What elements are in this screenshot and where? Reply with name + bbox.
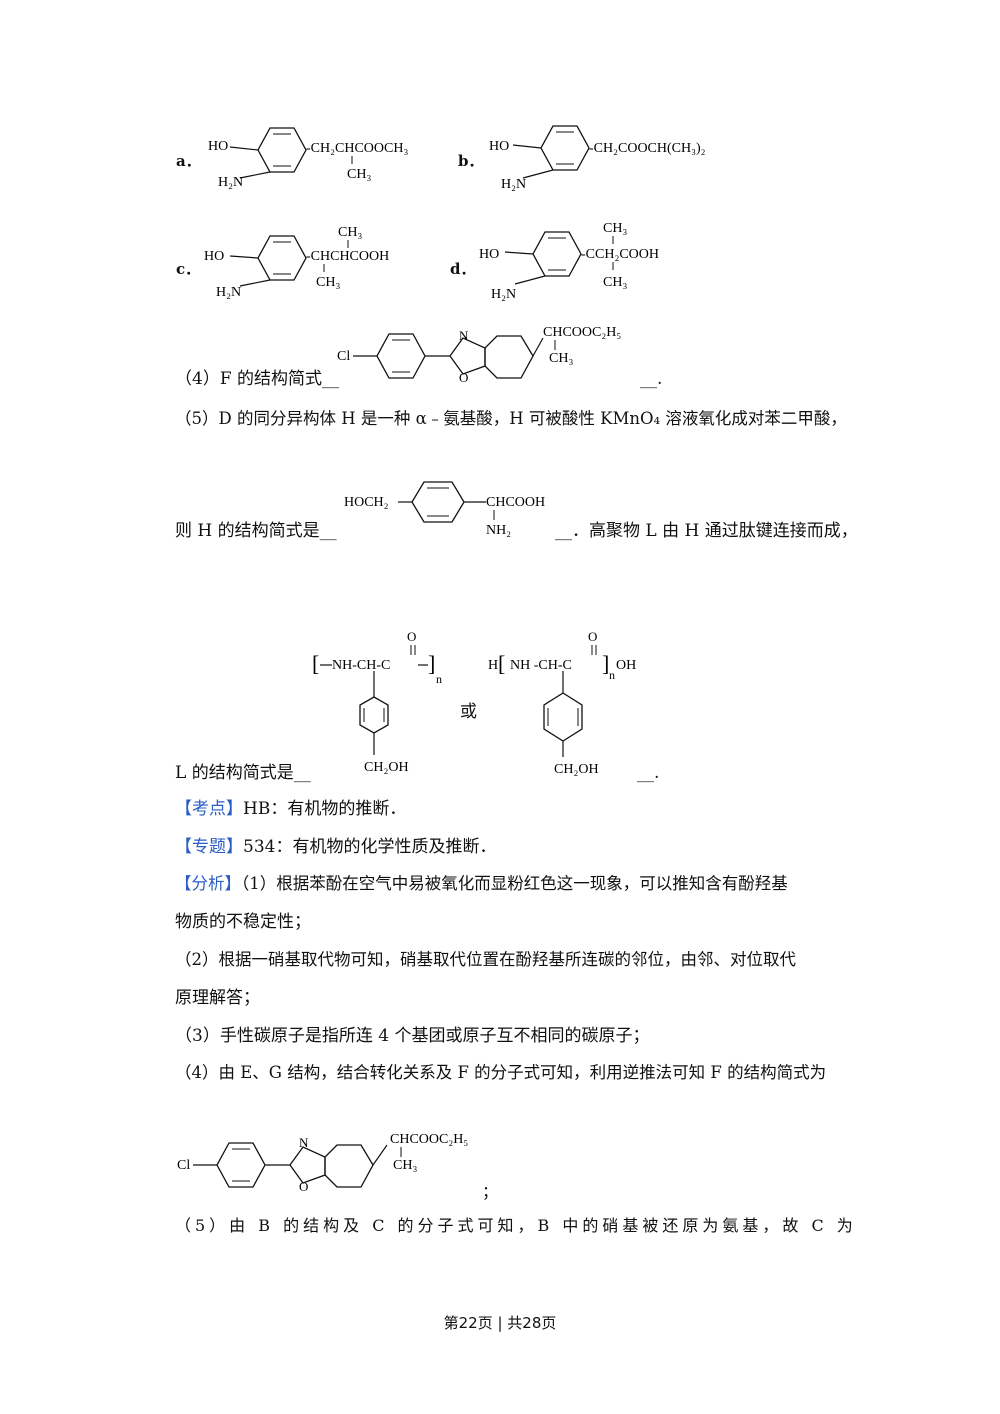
bracket-right: ]: [602, 651, 609, 676]
polymer-l-structure-1: [ NH-CH-C O ] n CH₂OH: [312, 629, 442, 775]
ho-text: HO: [204, 249, 224, 264]
structure-b: HO H₂N -CH₂COOCH(CH₃)₂: [489, 125, 706, 192]
bracket-left: [: [312, 651, 319, 676]
sub-text: CH₃: [549, 351, 573, 366]
sub-text: CH₃: [603, 275, 627, 290]
page-footer: 第22页 | 共28页: [443, 1314, 557, 1332]
chcooh-text: CHCOOH: [486, 495, 545, 510]
fenxi-p2b: 原理解答；: [175, 988, 260, 1008]
zhuanti-tag: 【专题】: [175, 837, 243, 857]
or-text: 或: [460, 702, 477, 722]
n-text: N: [459, 328, 469, 343]
chain-text: -CCH₂COOH: [581, 247, 659, 262]
f-structure-analysis: Cl N O CHCOOC₂H₅ CH₃: [177, 1132, 468, 1194]
chain-text: NH -CH-C: [510, 658, 572, 673]
nh2-text: H₂N: [218, 175, 243, 190]
o-text: O: [299, 1179, 308, 1194]
ch2oh-text: CH₂OH: [554, 762, 599, 777]
fenxi-p1a: （1）根据苯酚在空气中易被氧化而显粉红色这一现象，可以推知含有酚羟基: [241, 874, 788, 893]
top-text: CH₃: [603, 221, 627, 236]
n-subscript: n: [436, 672, 442, 686]
f-structure: Cl N O CHCOOC₂H₅ CH₃: [337, 325, 621, 385]
structure-c: HO H₂N CH₃ -CHCHCOOH CH₃: [204, 225, 389, 300]
fenxi-p1b: 物质的不稳定性；: [175, 912, 311, 932]
l-suffix: __.: [637, 763, 660, 783]
polymer-l-structure-2: H [ NH -CH-C O ] n OH CH₂OH: [488, 629, 636, 777]
q4-suffix: __.: [640, 369, 663, 389]
ho-text: HO: [479, 247, 499, 262]
chain-text: NH-CH-C: [332, 658, 390, 673]
chain-text: -CHCHCOOH: [306, 249, 389, 264]
chain-text: CHCOOC₂H₅: [543, 325, 621, 340]
sub-text: CH₃: [393, 1158, 417, 1173]
zhuanti-line: 【专题】534：有机物的化学性质及推断．: [175, 836, 496, 858]
q5-line1: （5）D 的同分异构体 H 是一种 α﹣氨基酸，H 可被酸性 KMnO₄ 溶液氧…: [175, 409, 847, 428]
l-prefix: L 的结构简式是__: [175, 763, 311, 783]
cl-text: Cl: [177, 1158, 190, 1173]
o-text: O: [407, 629, 416, 644]
fenxi-p4-end: ；: [482, 1182, 499, 1201]
ch2oh-text: CH₂OH: [364, 760, 409, 775]
n-subscript: n: [609, 668, 615, 682]
oh-text: OH: [616, 658, 636, 673]
ho-text: HO: [208, 139, 228, 154]
kaodian-text: HB：有机物的推断．: [243, 799, 407, 819]
hoch2-text: HOCH₂: [344, 495, 389, 510]
o-text: O: [588, 629, 597, 644]
fenxi-tag: 【分析】: [175, 874, 241, 893]
q5-line2-suffix: __．高聚物 L 由 H 通过肽键连接而成，: [555, 521, 858, 541]
option-c-label: c．: [176, 260, 201, 278]
chain-text: CHCOOC₂H₅: [390, 1132, 468, 1147]
cl-text: Cl: [337, 349, 350, 364]
nh2-text: H₂N: [216, 285, 241, 300]
ho-text: HO: [489, 139, 509, 154]
structure-a: HO H₂N -CH₂CHCOOCH₃ CH₃: [208, 127, 408, 190]
h-structure: HOCH₂ CHCOOH NH₂: [344, 481, 545, 538]
nh2-text: H₂N: [491, 287, 516, 302]
bracket-right: ]: [428, 651, 435, 676]
nh2-text: H₂N: [501, 177, 526, 192]
option-b-label: b．: [458, 152, 484, 170]
fenxi-p2a: （2）根据一硝基取代物可知，硝基取代位置在酚羟基所连碳的邻位，由邻、对位取代: [175, 950, 796, 969]
kaodian-tag: 【考点】: [175, 799, 243, 819]
option-d-label: d．: [450, 260, 476, 278]
top-text: CH₃: [338, 225, 362, 240]
kaodian-line: 【考点】HB：有机物的推断．: [175, 798, 406, 820]
chain-text: -CH₂COOCH(CH₃)₂: [589, 141, 706, 156]
fenxi-line1: 【分析】（1）根据苯酚在空气中易被氧化而显粉红色这一现象，可以推知含有酚羟基: [175, 873, 788, 895]
sub-text: CH₃: [316, 275, 340, 290]
o-text: O: [459, 370, 468, 385]
fenxi-p3: （3）手性碳原子是指所连 4 个基团或原子互不相同的碳原子；: [175, 1026, 650, 1046]
sub-text: CH₃: [347, 167, 371, 182]
option-a-label: a．: [176, 152, 201, 170]
q4-prefix: （4）F 的结构简式__: [175, 369, 340, 389]
nh2-text: NH₂: [486, 523, 511, 538]
n-text: N: [299, 1135, 309, 1150]
h-text: H: [488, 658, 498, 673]
structure-d: HO H₂N CH₃ -CCH₂COOH CH₃: [479, 221, 659, 302]
chain-text: -CH₂CHCOOCH₃: [306, 141, 408, 156]
fenxi-p5: （5）由 B 的结构及 C 的分子式可知，B 中的硝基被还原为氨基，故 C 为: [175, 1216, 857, 1235]
q5-line2-prefix: 则 H 的结构简式是__: [175, 521, 337, 541]
zhuanti-text: 534：有机物的化学性质及推断．: [243, 837, 497, 857]
bracket-left: [: [498, 651, 505, 676]
fenxi-p4: （4）由 E、G 结构，结合转化关系及 F 的分子式可知，利用逆推法可知 F 的…: [175, 1063, 827, 1082]
